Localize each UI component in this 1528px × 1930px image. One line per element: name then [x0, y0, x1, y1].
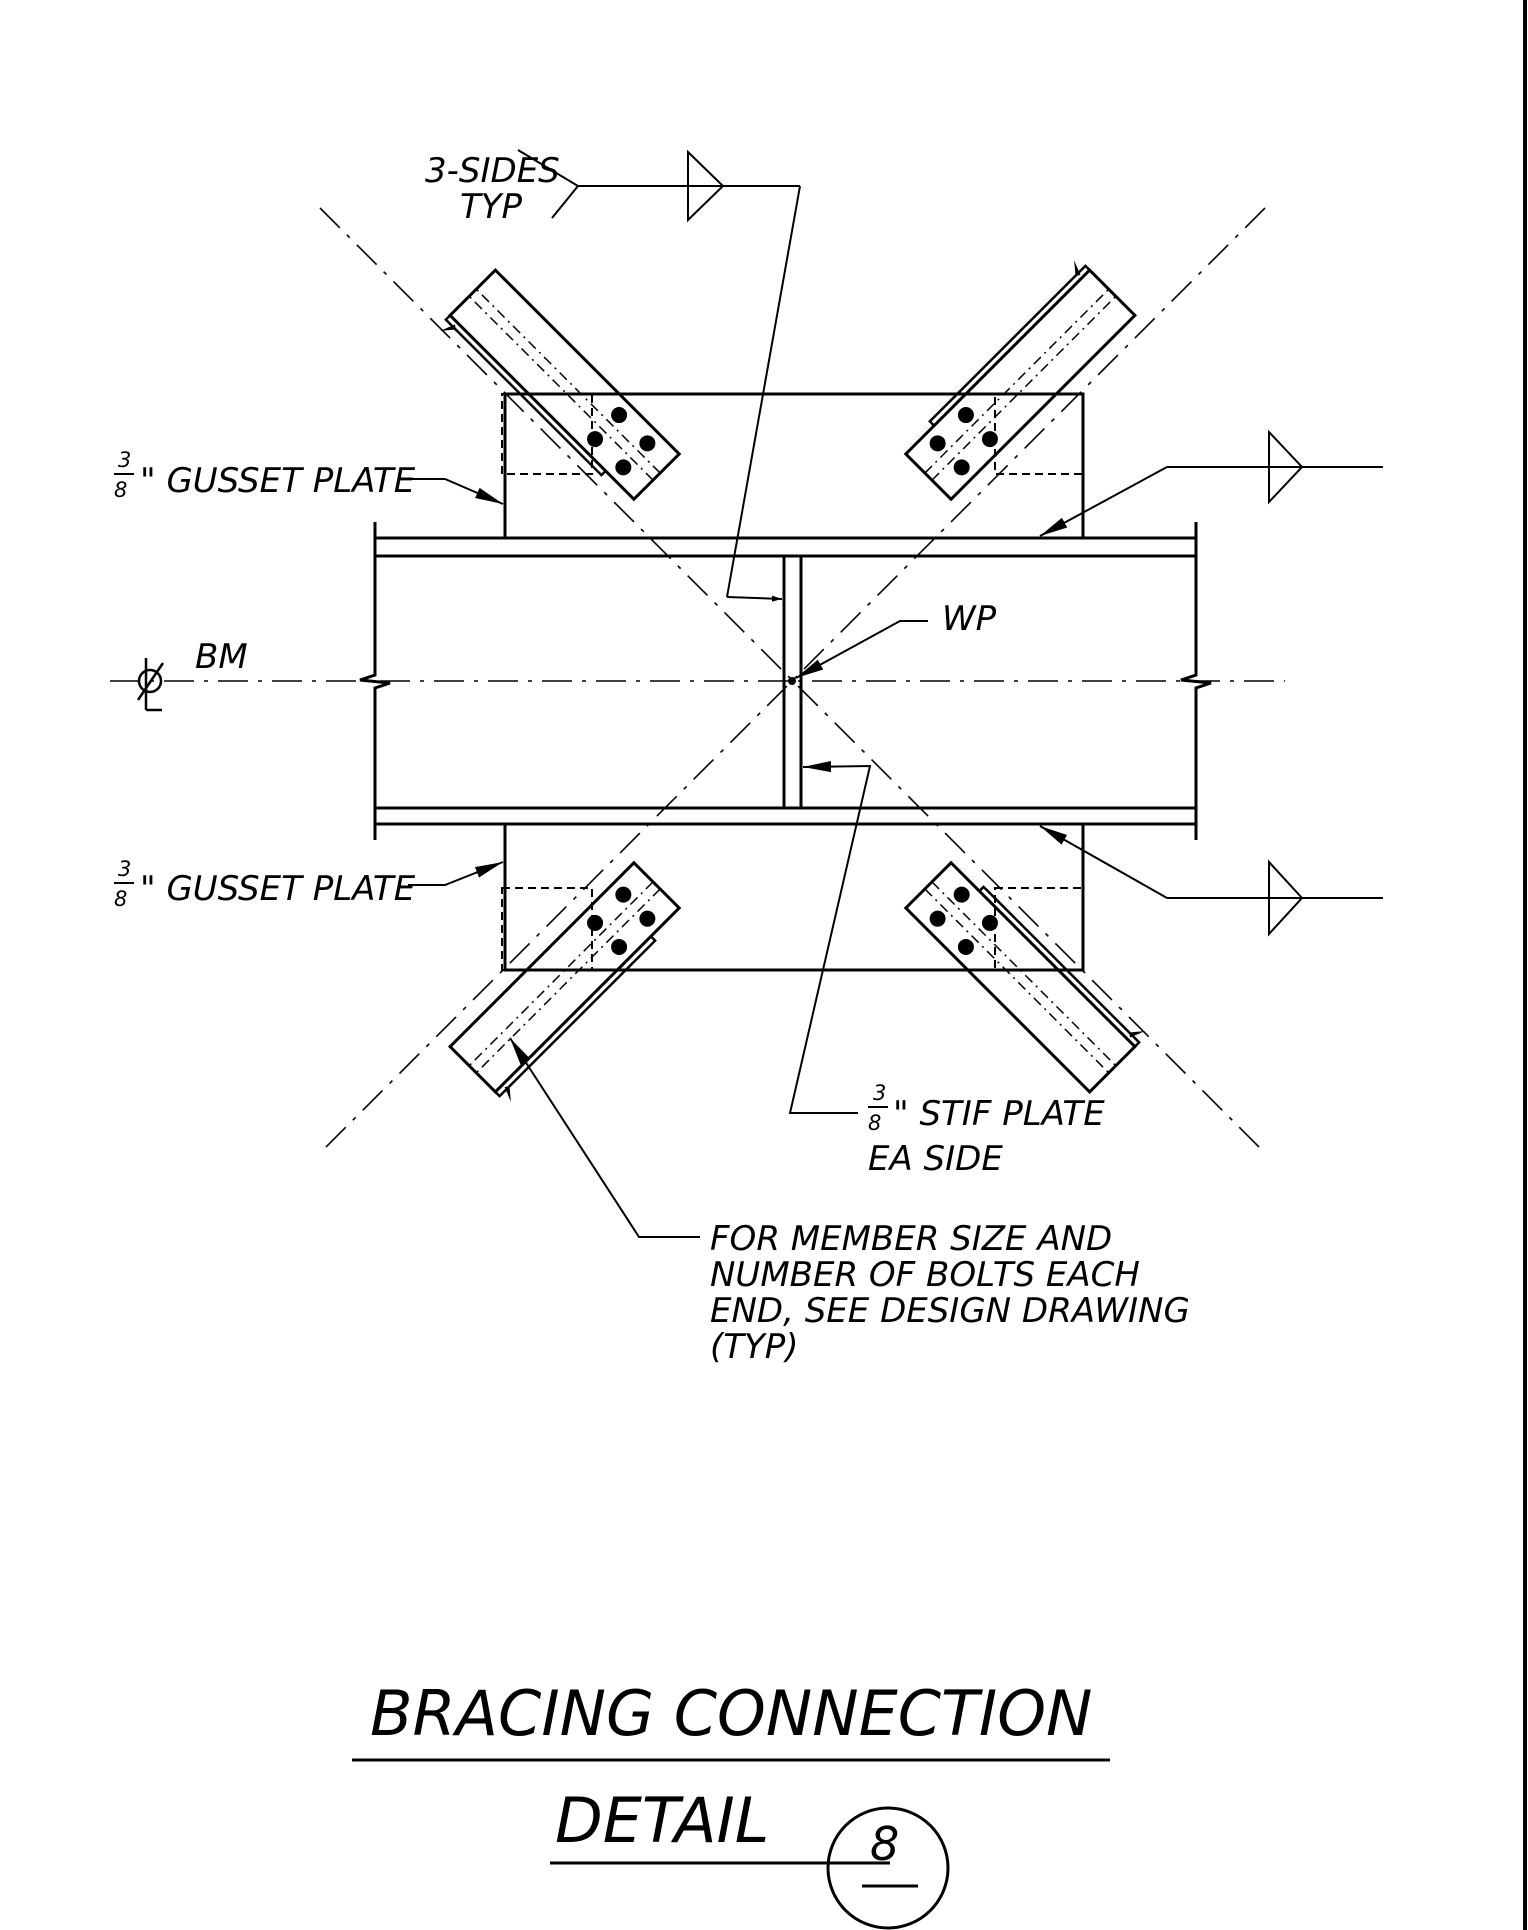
stiffener-plates — [782, 556, 803, 808]
weld-symbol-3sides — [517, 149, 801, 602]
detail-bubble — [826, 1806, 950, 1930]
wp-leader — [795, 620, 928, 679]
centerline-icon — [136, 658, 165, 712]
weld-symbol-bottom-right — [1039, 825, 1383, 937]
work-point-label: WP — [942, 599, 997, 639]
beam-centerline-label: BM — [195, 637, 248, 677]
title-line-2: DETAIL — [555, 1784, 769, 1857]
member-note-line-3: END, SEE DESIGN DRAWING — [710, 1291, 1190, 1331]
gusset-top-fraction-den: 8 — [114, 478, 127, 502]
member-note-line-2: NUMBER OF BOLTS EACH — [710, 1255, 1140, 1295]
brace-work-lines — [319, 207, 1266, 1154]
gusset-bottom-label: " GUSSET PLATE — [140, 869, 416, 909]
gusset-top-label: " GUSSET PLATE — [140, 461, 416, 501]
weld-3sides-label: 3-SIDES — [425, 151, 560, 191]
detail-number: 8 — [870, 1817, 899, 1871]
stiffener-fraction-num: 3 — [873, 1081, 886, 1105]
stiffener-leader — [788, 760, 872, 1114]
stiffener-label: " STIF PLATE — [893, 1094, 1105, 1134]
work-point — [788, 677, 796, 685]
member-note-leader — [509, 1037, 700, 1238]
gusset-bottom-fraction-num: 3 — [118, 857, 131, 881]
member-note-line-4: (TYP) — [710, 1327, 799, 1367]
member-note-line-1: FOR MEMBER SIZE AND — [710, 1219, 1112, 1259]
title-line-1: BRACING CONNECTION — [370, 1677, 1092, 1750]
gusset-top-fraction-num: 3 — [118, 448, 131, 472]
stiffener-label-2: EA SIDE — [868, 1139, 1003, 1179]
gusset-bottom-fraction-den: 8 — [114, 887, 127, 911]
weld-typ-label: TYP — [460, 187, 523, 227]
weld-symbol-top-right — [1039, 429, 1383, 537]
stiffener-fraction-den: 8 — [868, 1111, 881, 1135]
gusset-leaders — [408, 478, 504, 886]
